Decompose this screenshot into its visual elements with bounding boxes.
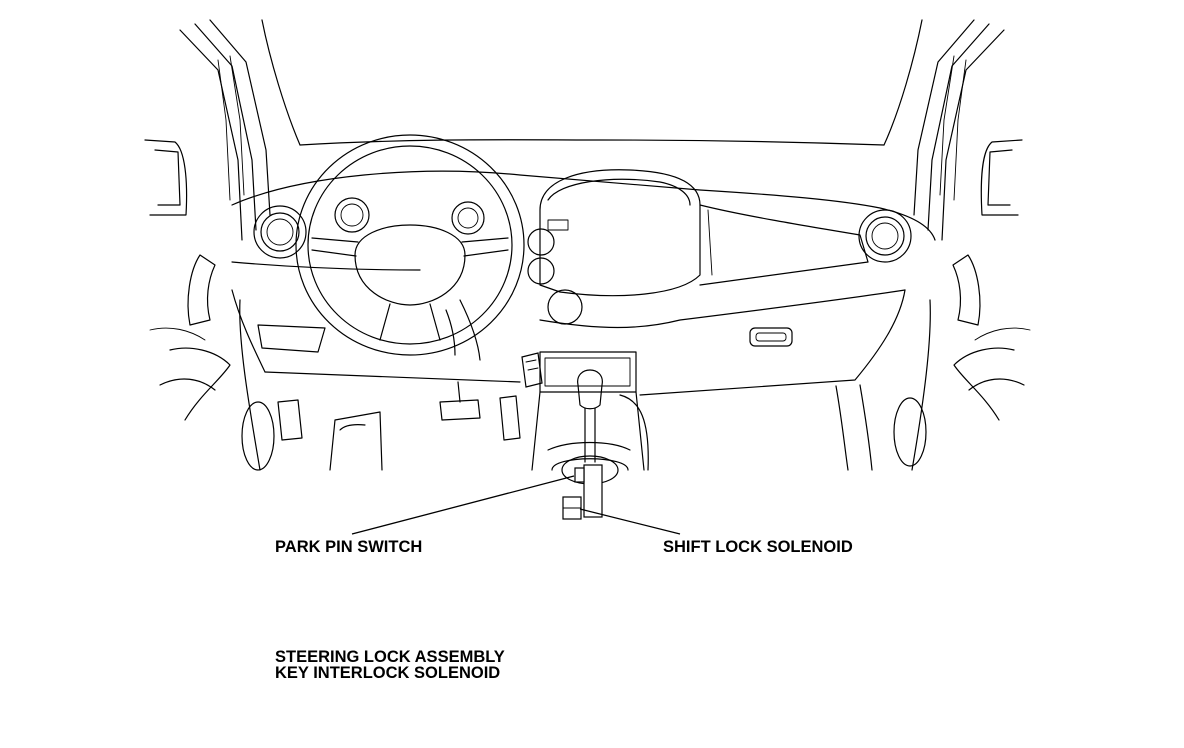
park-pin-switch-label: PARK PIN SWITCH: [275, 538, 422, 556]
left-door: [144, 139, 261, 471]
park-pin-switch-component: [574, 467, 585, 483]
glovebox-handle: [749, 327, 793, 347]
floor: [149, 327, 1031, 471]
center-console: [531, 351, 645, 485]
key-interlock-solenoid-label: KEY INTERLOCK SOLENOID: [275, 664, 500, 682]
shift-lock-solenoid-component: [562, 464, 603, 520]
shift-lock-solenoid-leader: [579, 508, 681, 535]
center-display: [539, 169, 701, 297]
right-a-pillar: [883, 19, 1005, 241]
windshield-base: [299, 139, 885, 146]
dashboard-panel: [231, 170, 936, 396]
pedals: [277, 381, 521, 441]
shift-lock-solenoid-label: SHIFT LOCK SOLENOID: [663, 538, 853, 556]
gauge-cluster: [334, 197, 485, 235]
right-door: [911, 139, 1025, 471]
right-side-vent: [858, 209, 912, 263]
steering-lock-assembly-label: STEERING LOCK ASSEMBLY: [275, 648, 505, 666]
park-pin-switch-leader: [351, 475, 575, 535]
steering-wheel: [295, 134, 525, 356]
left-side-vent: [253, 205, 307, 259]
left-a-pillar: [179, 19, 301, 241]
steering-column: [257, 299, 481, 361]
climate-knobs: [527, 228, 583, 325]
steering-lock-assembly: [521, 352, 543, 388]
